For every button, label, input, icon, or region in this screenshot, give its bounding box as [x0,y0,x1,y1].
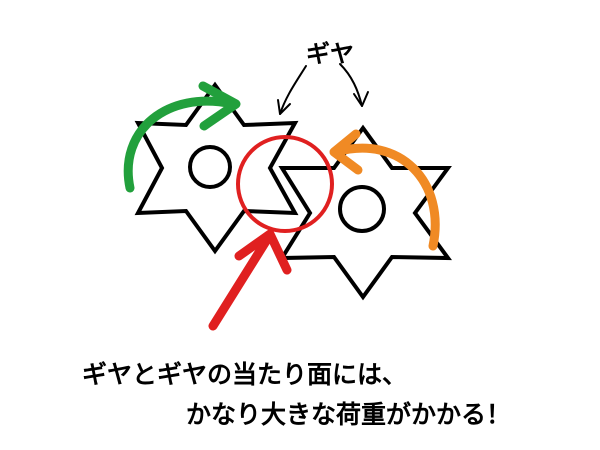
caption-line-2: かなり大きな荷重がかかる！ [186,400,511,429]
left-gear-hole [188,145,232,189]
rotation-arrow-left-icon [123,81,241,193]
right-gear [278,124,452,301]
right-gear-hole [338,185,386,233]
caption-line-1: ギヤとギヤの当たり面には、 [82,360,407,389]
rotation-arrow-right-icon [329,129,440,251]
label-pointer-right-arrow-icon [339,63,369,107]
label-pointer-left-arrow-icon [277,65,307,115]
contact-pointer-arrow-icon [208,229,292,331]
left-gear [134,81,299,255]
gear-label: ギヤ [306,40,354,68]
contact-highlight-circle [236,135,334,233]
